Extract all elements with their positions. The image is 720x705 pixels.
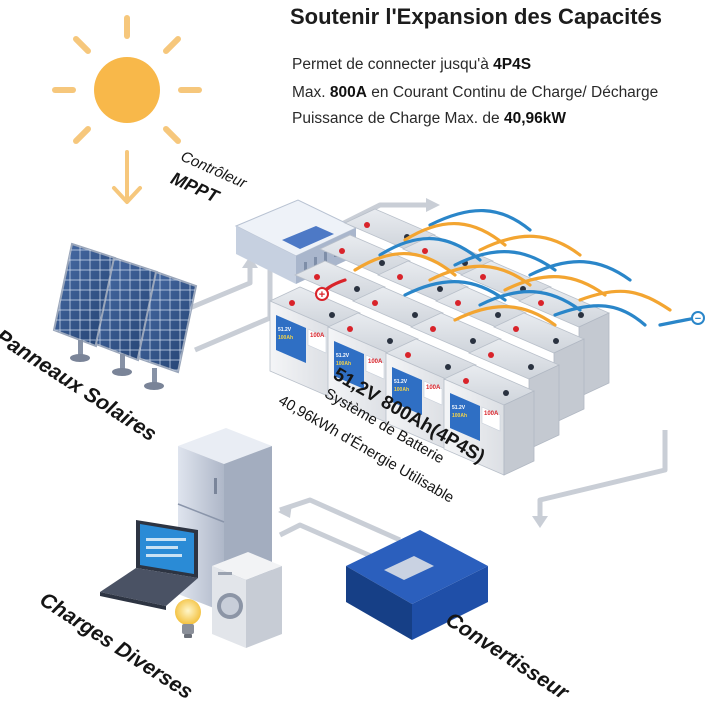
battery-module [435, 286, 527, 328]
flow-line-controller-battery [338, 202, 430, 228]
sun-icon [52, 15, 202, 163]
battery-module: 100A 51.2V 100Ah [269, 286, 361, 398]
battery-voltage: 51.2V [452, 405, 466, 411]
arrow-left-icon [278, 504, 292, 518]
washing-machine-icon [212, 552, 282, 648]
light-bulb-icon [175, 599, 201, 638]
flow-line-panels-controller-2 [194, 270, 273, 353]
battery-badge: 100A [426, 385, 441, 391]
battery-module: 100A 51.2V 100Ah [327, 312, 419, 424]
battery-capacity: 100Ah [278, 335, 293, 341]
battery-module [352, 286, 444, 328]
flow-lines [184, 202, 668, 563]
positive-terminal-icon: + [315, 287, 329, 301]
feature-line-connect: Permet de connecter jusqu'à 4P4S [292, 56, 532, 73]
energy-system-diagram: 100A51.2V100Ah100A51.2V100Ah100A51.2V100… [52, 15, 705, 648]
flow-line-panels-controller [184, 262, 253, 313]
arrow-right-icon [426, 198, 440, 212]
battery-voltage: 51.2V [336, 353, 350, 359]
inverter-icon [346, 530, 488, 640]
battery-badge: 100A [310, 333, 325, 339]
arrow-up-icon [242, 256, 258, 268]
battery-module [410, 312, 502, 354]
battery-badge: 100A [484, 411, 499, 417]
battery-voltage: 51.2V [394, 379, 408, 385]
battery-front-row: 100A51.2V100Ah100A51.2V100Ah100A51.2V100… [269, 208, 610, 476]
solar-panel-icon [52, 242, 198, 390]
battery-capacity: 100Ah [452, 413, 467, 419]
battery-voltage: 51.2V [278, 327, 292, 333]
battery-capacity: 100Ah [336, 361, 351, 367]
arrow-down-icon [112, 150, 142, 204]
feature-line-current: Max. 800A en Courant Continu de Charge/ … [292, 84, 659, 101]
arrow-down-icon [532, 516, 548, 528]
battery-module: 100A 51.2V 100Ah [385, 338, 477, 450]
negative-terminal-icon: − [691, 311, 705, 325]
battery-module [377, 260, 469, 302]
feature-line-power: Puissance de Charge Max. de 40,96kW [292, 110, 566, 127]
flow-line-inverter-loads [279, 497, 402, 543]
flow-line-inverter-loads-2 [278, 522, 382, 563]
battery-module [518, 286, 610, 398]
laptop-icon [100, 520, 198, 610]
page-title: Soutenir l'Expansion des Capacités [290, 4, 663, 29]
svg-text:+: + [319, 289, 325, 301]
battery-badge: 100A [368, 359, 383, 365]
flow-line-battery-inverter [537, 430, 668, 520]
battery-module: 100A 51.2V 100Ah [443, 364, 535, 476]
svg-text:−: − [695, 313, 701, 325]
battery-capacity: 100Ah [394, 387, 409, 393]
battery-bank-icon: 100A51.2V100Ah100A51.2V100Ah100A51.2V100… [269, 208, 705, 476]
flow-arrows [242, 198, 548, 528]
